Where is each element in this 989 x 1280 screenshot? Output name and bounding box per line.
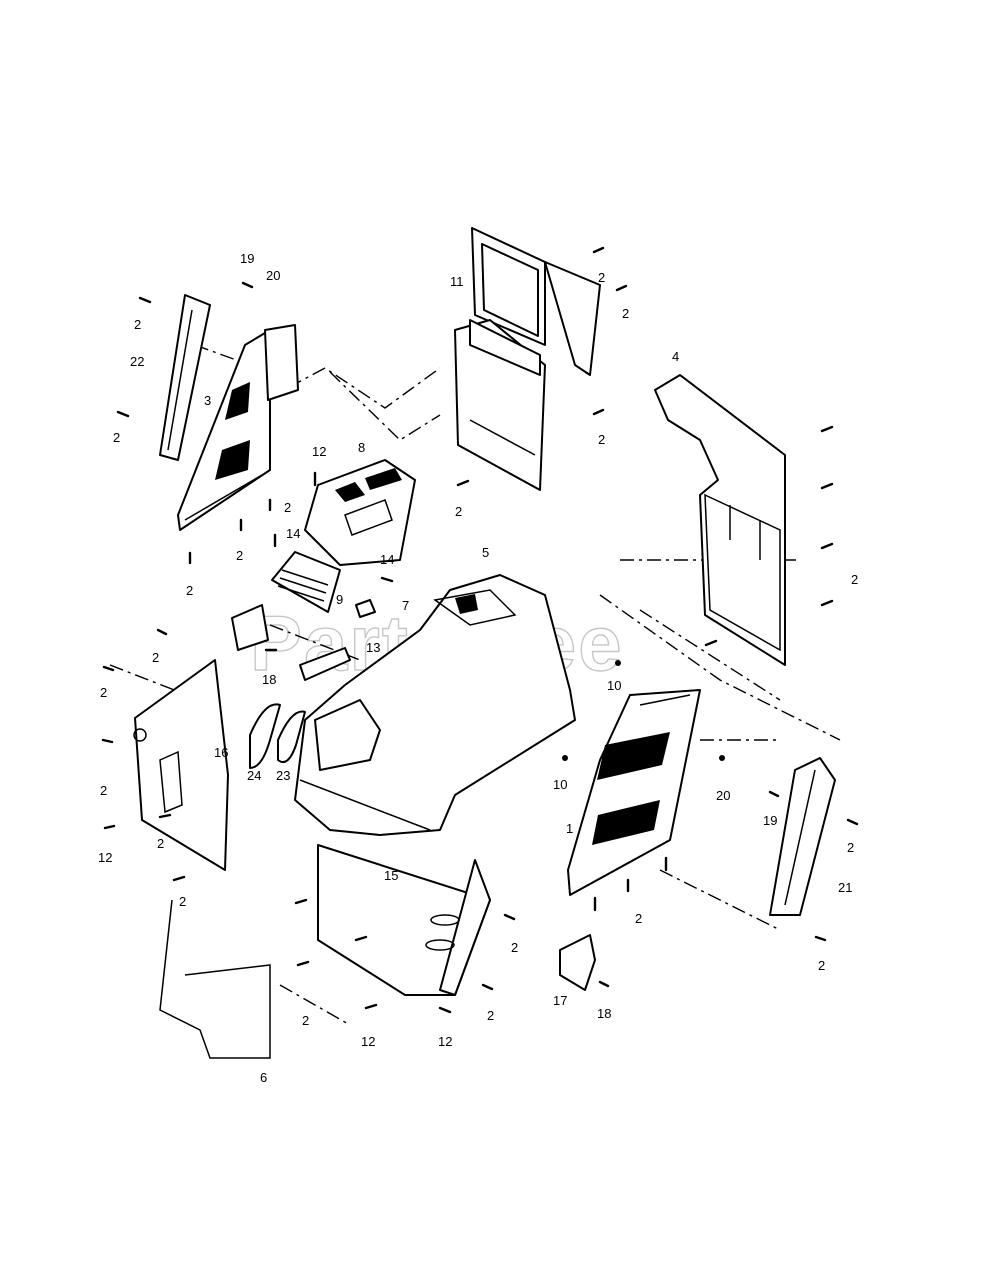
callout-2: 2 xyxy=(100,685,107,700)
part-1-right-side-panel xyxy=(567,689,701,896)
callout-2: 2 xyxy=(284,500,291,515)
callout-2: 2 xyxy=(818,958,825,973)
callout-10: 10 xyxy=(553,777,567,792)
callout-2: 2 xyxy=(635,911,642,926)
part-13-plate xyxy=(299,647,351,681)
callout-2: 2 xyxy=(455,504,462,519)
callout-17: 17 xyxy=(553,993,567,1008)
part-5-main-hood xyxy=(294,574,576,836)
callout-12: 12 xyxy=(438,1034,452,1049)
callout-2: 2 xyxy=(134,317,141,332)
part-3-left-side-panel xyxy=(177,324,299,531)
callout-11: 11 xyxy=(450,274,464,289)
callout-20: 20 xyxy=(266,268,280,283)
callout-15: 15 xyxy=(384,868,398,883)
callout-2: 2 xyxy=(598,270,605,285)
callout-2: 2 xyxy=(302,1013,309,1028)
callout-2: 2 xyxy=(851,572,858,587)
callout-8: 8 xyxy=(358,440,365,455)
callout-7: 7 xyxy=(402,598,409,613)
callout-18: 18 xyxy=(597,1006,611,1021)
part-22-side-strip xyxy=(159,294,211,461)
callout-6: 6 xyxy=(260,1070,267,1085)
callout-24: 24 xyxy=(247,768,261,783)
callout-2: 2 xyxy=(487,1008,494,1023)
callout-16: 16 xyxy=(214,745,228,760)
callout-19: 19 xyxy=(240,251,254,266)
left-bracket xyxy=(231,604,269,651)
callout-22: 22 xyxy=(130,354,144,369)
screws xyxy=(101,246,859,1014)
part-24-curved-grille xyxy=(249,703,281,769)
part-21-side-strip xyxy=(769,757,836,916)
callout-10: 10 xyxy=(607,678,621,693)
callout-2: 2 xyxy=(511,940,518,955)
part-6-floor-plate xyxy=(159,899,271,1059)
callout-2: 2 xyxy=(186,583,193,598)
callout-2: 2 xyxy=(152,650,159,665)
callout-19: 19 xyxy=(763,813,777,828)
part-9-grille xyxy=(271,551,376,618)
callout-2: 2 xyxy=(236,548,243,563)
callout-2: 2 xyxy=(622,306,629,321)
callout-13: 13 xyxy=(366,640,380,655)
part-16-left-lower-panel xyxy=(133,659,229,871)
callout-4: 4 xyxy=(672,349,679,364)
callout-12: 12 xyxy=(98,850,112,865)
callout-9: 9 xyxy=(336,592,343,607)
callout-3: 3 xyxy=(204,393,211,408)
callout-5: 5 xyxy=(482,545,489,560)
part-23-curved-grille xyxy=(277,710,306,764)
part-17-bracket xyxy=(559,934,596,991)
callout-2: 2 xyxy=(179,894,186,909)
part-8-hood-top xyxy=(304,459,416,566)
callout-2: 2 xyxy=(113,430,120,445)
part-15-lower-center-panel xyxy=(317,844,491,996)
part-11-upper-shield xyxy=(454,227,601,491)
callout-1: 1 xyxy=(566,821,573,836)
callout-18: 18 xyxy=(262,672,276,687)
callout-labels: 19 20 2 22 3 2 2 2 2 12 8 14 14 9 11 2 2… xyxy=(98,251,858,1085)
callout-12: 12 xyxy=(312,444,326,459)
callout-20: 20 xyxy=(716,788,730,803)
callout-14: 14 xyxy=(286,526,300,541)
callout-2: 2 xyxy=(598,432,605,447)
callout-23: 23 xyxy=(276,768,290,783)
callout-2: 2 xyxy=(847,840,854,855)
callout-2: 2 xyxy=(157,836,164,851)
callout-12: 12 xyxy=(361,1034,375,1049)
part-4-right-rear-panel xyxy=(654,374,786,666)
callout-14: 14 xyxy=(380,552,394,567)
callout-2: 2 xyxy=(100,783,107,798)
callout-21: 21 xyxy=(838,880,852,895)
